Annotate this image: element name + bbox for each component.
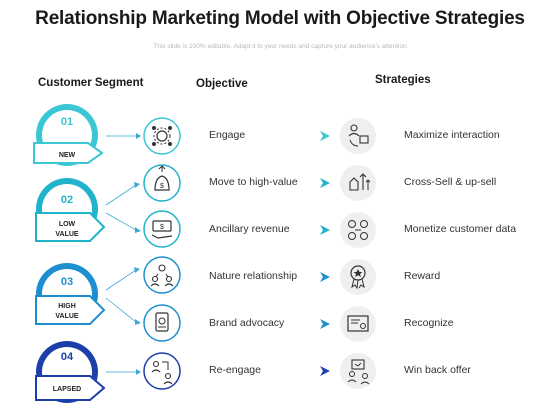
people-network-icon [143,256,181,294]
objective-re-engage: Re-engage [209,364,261,376]
strategy-recognize: Recognize [404,317,454,329]
objective-brand-advocacy: Brand advocacy [209,317,285,329]
upsell-icon [340,165,376,201]
strategy-maximize-interaction: Maximize interaction [404,129,500,141]
segment-01-number: 01 [61,116,73,128]
page-subtitle: This slide is 100% editable. Adapt it to… [153,43,407,50]
segment-02 [35,178,106,242]
segment-04-number: 04 [61,351,74,363]
connector-03-nature [105,269,137,291]
segment-01-label-tag [33,142,104,164]
objective-header: Objective [196,78,248,90]
strategy-monetize-data: Monetize customer data [404,223,517,235]
segment-03 [35,263,106,325]
segment-01 [33,104,104,166]
objective-move-to-high-value: Move to high-value [209,176,298,188]
brand-badge-icon [143,304,181,342]
certificate-icon [340,306,376,342]
award-ribbon-icon [340,259,376,295]
strategy-arrowheads [320,131,330,376]
connector-02-ancillary [105,212,137,231]
objective-nature-relationship: Nature relationship [209,270,298,282]
interaction-icon [340,118,376,154]
connector-03-advocacy [105,297,137,323]
customer-segment-header: Customer Segment [38,77,144,89]
objective-icons: $ $ [143,117,181,390]
connector-02-high-value [105,184,137,206]
strategy-icons [340,118,376,389]
segment-02-label-line2: VALUE [55,231,79,238]
connector-arrowheads [134,133,141,375]
money-bag-up-icon: $ [143,164,181,202]
strategy-win-back-offer: Win back offer [404,364,471,376]
strategy-cross-sell: Cross-Sell & up-sell [404,176,497,188]
objective-ancillary-revenue: Ancillary revenue [209,223,290,235]
svg-text:$: $ [160,183,164,190]
segment-04 [35,341,106,403]
segment-03-label-line1: HIGH [58,303,76,310]
objective-engage: Engage [209,129,246,141]
gear-network-icon [143,117,181,155]
segment-03-label-tag [35,295,106,325]
strategies-header: Strategies [375,74,431,86]
data-money-icon [340,212,376,248]
re-engage-people-icon [143,352,181,390]
segment-04-label-tag [35,375,106,401]
svg-text:$: $ [160,224,164,231]
strategy-reward: Reward [404,270,441,282]
segment-01-label: NEW [59,152,76,159]
money-hand-icon: $ [143,210,181,248]
segment-03-number: 03 [61,276,73,288]
segment-connectors [105,135,137,373]
segment-02-label-line1: LOW [59,221,76,228]
page-title: Relationship Marketing Model with Object… [35,8,525,29]
segment-02-label-tag [35,212,106,242]
win-back-icon [340,353,376,389]
segment-02-number: 02 [61,194,73,206]
segment-04-label: LAPSED [53,386,81,393]
segment-03-label-line2: VALUE [55,313,79,320]
